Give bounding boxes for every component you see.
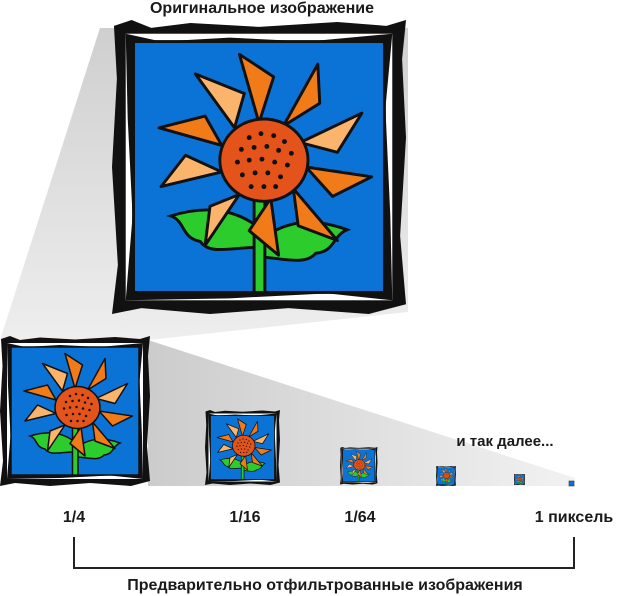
level-label-1: 1/4 xyxy=(63,509,85,526)
level-label-3: 1/64 xyxy=(344,509,375,526)
level-6-image xyxy=(568,480,575,487)
level-label-6: 1 пиксель xyxy=(535,509,614,526)
continuation-text: и так далее... xyxy=(456,433,553,450)
caption: Предварительно отфильтрованные изображен… xyxy=(127,577,523,594)
level-4-image xyxy=(435,465,457,487)
level-3-image xyxy=(339,446,378,485)
original-image xyxy=(110,18,408,316)
bracket xyxy=(73,537,575,569)
level-2-image xyxy=(204,409,281,486)
level-label-2: 1/16 xyxy=(229,509,260,526)
level-5-image xyxy=(513,473,526,486)
original-title: Оригинальное изображение xyxy=(150,0,374,17)
level-1-image xyxy=(0,335,151,487)
